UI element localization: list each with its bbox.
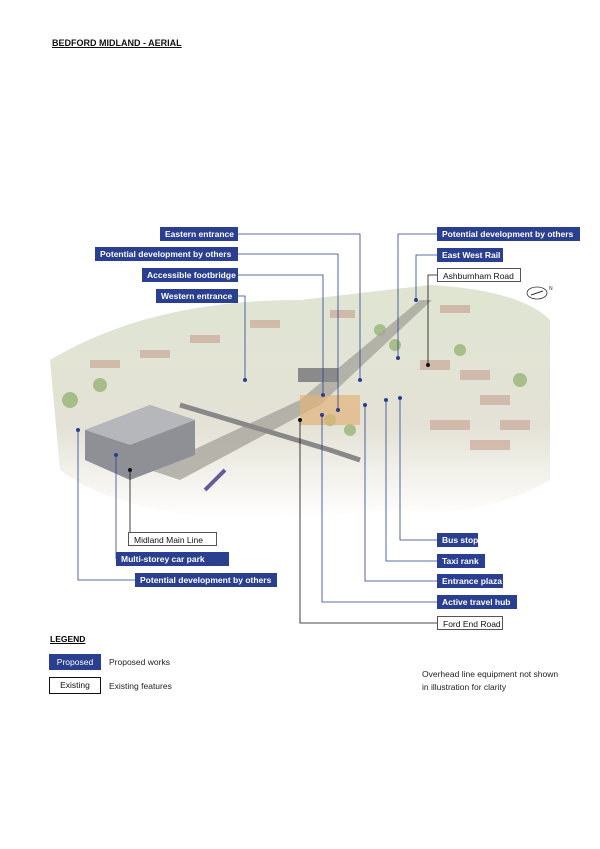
label-accessible-footbridge: Accessible footbridge (142, 268, 238, 282)
clarity-note: Overhead line equipment not shown in ill… (422, 669, 559, 692)
label-active-travel-hub: Active travel hub (437, 595, 517, 609)
houses (90, 305, 530, 450)
label-bus-stop: Bus stop (437, 533, 478, 547)
legend-proposed-key: Proposed (49, 654, 101, 670)
label-taxi-rank: Taxi rank (437, 554, 485, 568)
label-western-entrance: Western entrance (156, 289, 238, 303)
label-east-west-rail: East West Rail (437, 248, 503, 262)
legend-proposed-desc: Proposed works (109, 657, 170, 667)
label-entrance-plaza: Entrance plaza (437, 574, 503, 588)
plaza (300, 395, 360, 425)
leader-dots (76, 298, 418, 457)
legend-existing-desc: Existing features (109, 681, 172, 691)
station-building (298, 368, 338, 382)
page-title: BEDFORD MIDLAND - AERIAL (52, 38, 182, 48)
label-ford-end-road: Ford End Road (437, 616, 503, 630)
railway-tracks (150, 300, 432, 480)
label-eastern-entrance: Eastern entrance (160, 227, 238, 241)
legend-title: LEGEND (50, 634, 86, 644)
label-multi-storey-car-park: Multi-storey car park (116, 552, 229, 566)
viaduct (179, 402, 361, 463)
label-potential-development-right: Potential development by others (437, 227, 580, 241)
leader-lines (77, 233, 437, 603)
legend-existing-key: Existing (49, 677, 101, 694)
label-ashburnham-road: Ashburnham Road (437, 268, 521, 282)
north-label: N (549, 286, 553, 292)
label-midland-main-line: Midland Main Line (128, 532, 217, 546)
north-arrow-icon: N (526, 286, 553, 300)
label-potential-development-bottom: Potential development by others (135, 573, 277, 587)
train (203, 468, 227, 492)
label-potential-development-left: Potential development by others (95, 247, 238, 261)
